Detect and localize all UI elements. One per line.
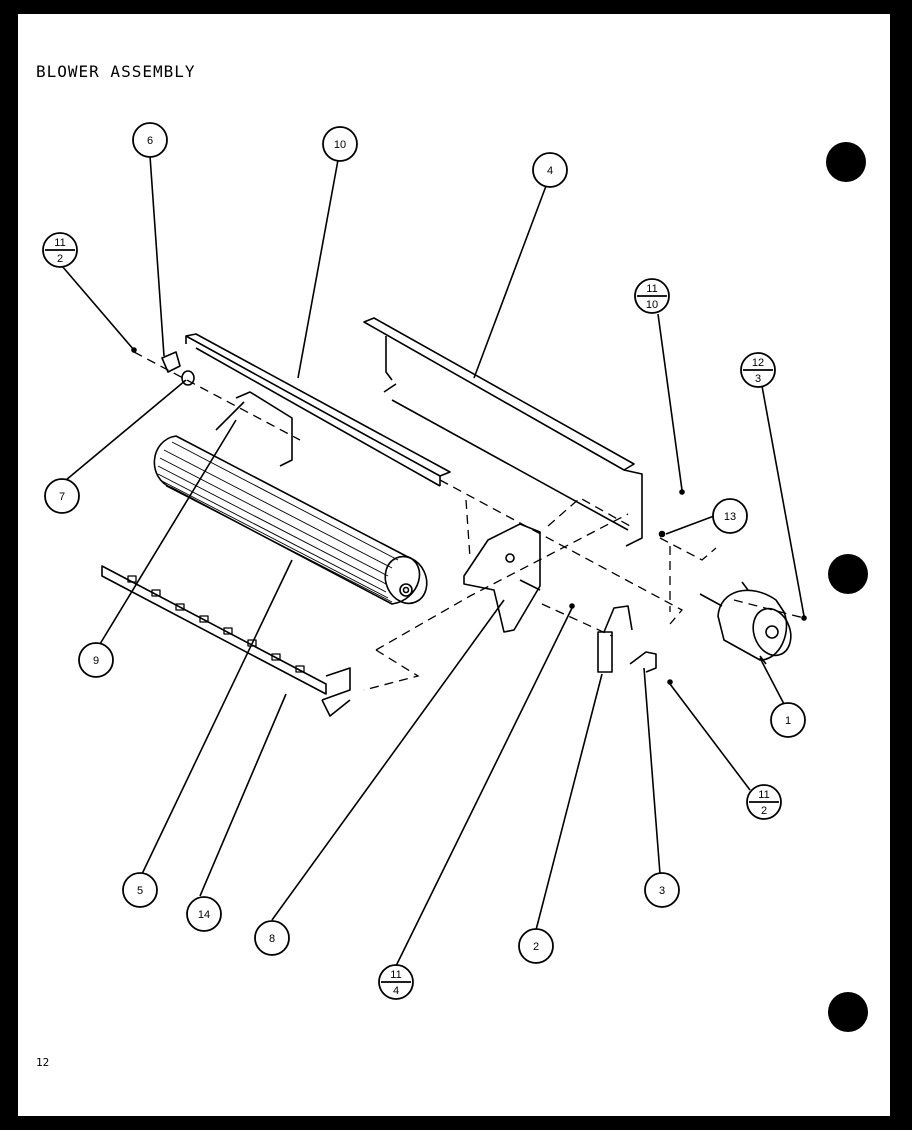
callout-5-label: 5 <box>137 885 143 897</box>
callout-11-2-right-den: 2 <box>761 805 767 817</box>
callout-13: 13 <box>712 498 748 534</box>
callout-5: 5 <box>122 872 158 908</box>
callout-4: 4 <box>532 152 568 188</box>
callout-7: 7 <box>44 478 80 514</box>
callout-3: 3 <box>644 872 680 908</box>
callout-3-label: 3 <box>659 885 665 897</box>
callout-9: 9 <box>78 642 114 678</box>
blower-wheel <box>153 435 428 605</box>
callout-6-label: 6 <box>147 135 153 147</box>
binder-hole <box>826 142 866 182</box>
capacitor <box>597 605 633 673</box>
callout-8-label: 8 <box>269 933 275 945</box>
callout-11-2-top: 11 2 <box>42 232 78 268</box>
callout-13-label: 13 <box>724 511 736 523</box>
motor-bracket <box>463 523 541 633</box>
callout-11-4: 11 4 <box>378 964 414 1000</box>
binder-hole <box>828 554 868 594</box>
capacitor-bracket <box>629 651 657 673</box>
top-cover <box>363 317 643 547</box>
callout-11-2-top-den: 2 <box>57 253 63 265</box>
callout-1: 1 <box>770 702 806 738</box>
callout-12-3: 12 3 <box>740 352 776 388</box>
callout-12-3-num: 12 <box>752 357 764 369</box>
callout-9-label: 9 <box>93 655 99 667</box>
housing-panel <box>185 333 451 487</box>
callout-11-2-right-num: 11 <box>758 789 769 801</box>
callout-11-10-num: 11 <box>646 283 657 295</box>
callout-11-2-top-num: 11 <box>54 237 65 249</box>
callout-10: 10 <box>322 126 358 162</box>
callout-2-label: 2 <box>533 941 539 953</box>
callout-4-label: 4 <box>547 165 553 177</box>
callout-1-label: 1 <box>785 715 791 727</box>
page-title: BLOWER ASSEMBLY <box>36 62 196 81</box>
callout-7-label: 7 <box>59 491 65 503</box>
callout-11-10: 11 10 <box>634 278 670 314</box>
bearing-mount <box>131 347 195 386</box>
wiring-rail <box>101 565 351 717</box>
callout-11-2-right: 11 2 <box>746 784 782 820</box>
page-number: 12 <box>36 1056 50 1069</box>
callout-14: 14 <box>186 896 222 932</box>
drawing-sheet <box>18 14 890 1116</box>
callout-11-4-den: 4 <box>393 985 399 997</box>
callout-2: 2 <box>518 928 554 964</box>
callout-12-3-den: 3 <box>755 373 761 385</box>
callout-8: 8 <box>254 920 290 956</box>
callout-11-10-den: 10 <box>646 299 658 311</box>
binder-hole <box>828 992 868 1032</box>
blower-motor <box>699 581 792 665</box>
callout-14-label: 14 <box>198 909 210 921</box>
callout-6: 6 <box>132 122 168 158</box>
callout-10-label: 10 <box>334 139 346 151</box>
callout-11-4-num: 11 <box>390 969 401 981</box>
